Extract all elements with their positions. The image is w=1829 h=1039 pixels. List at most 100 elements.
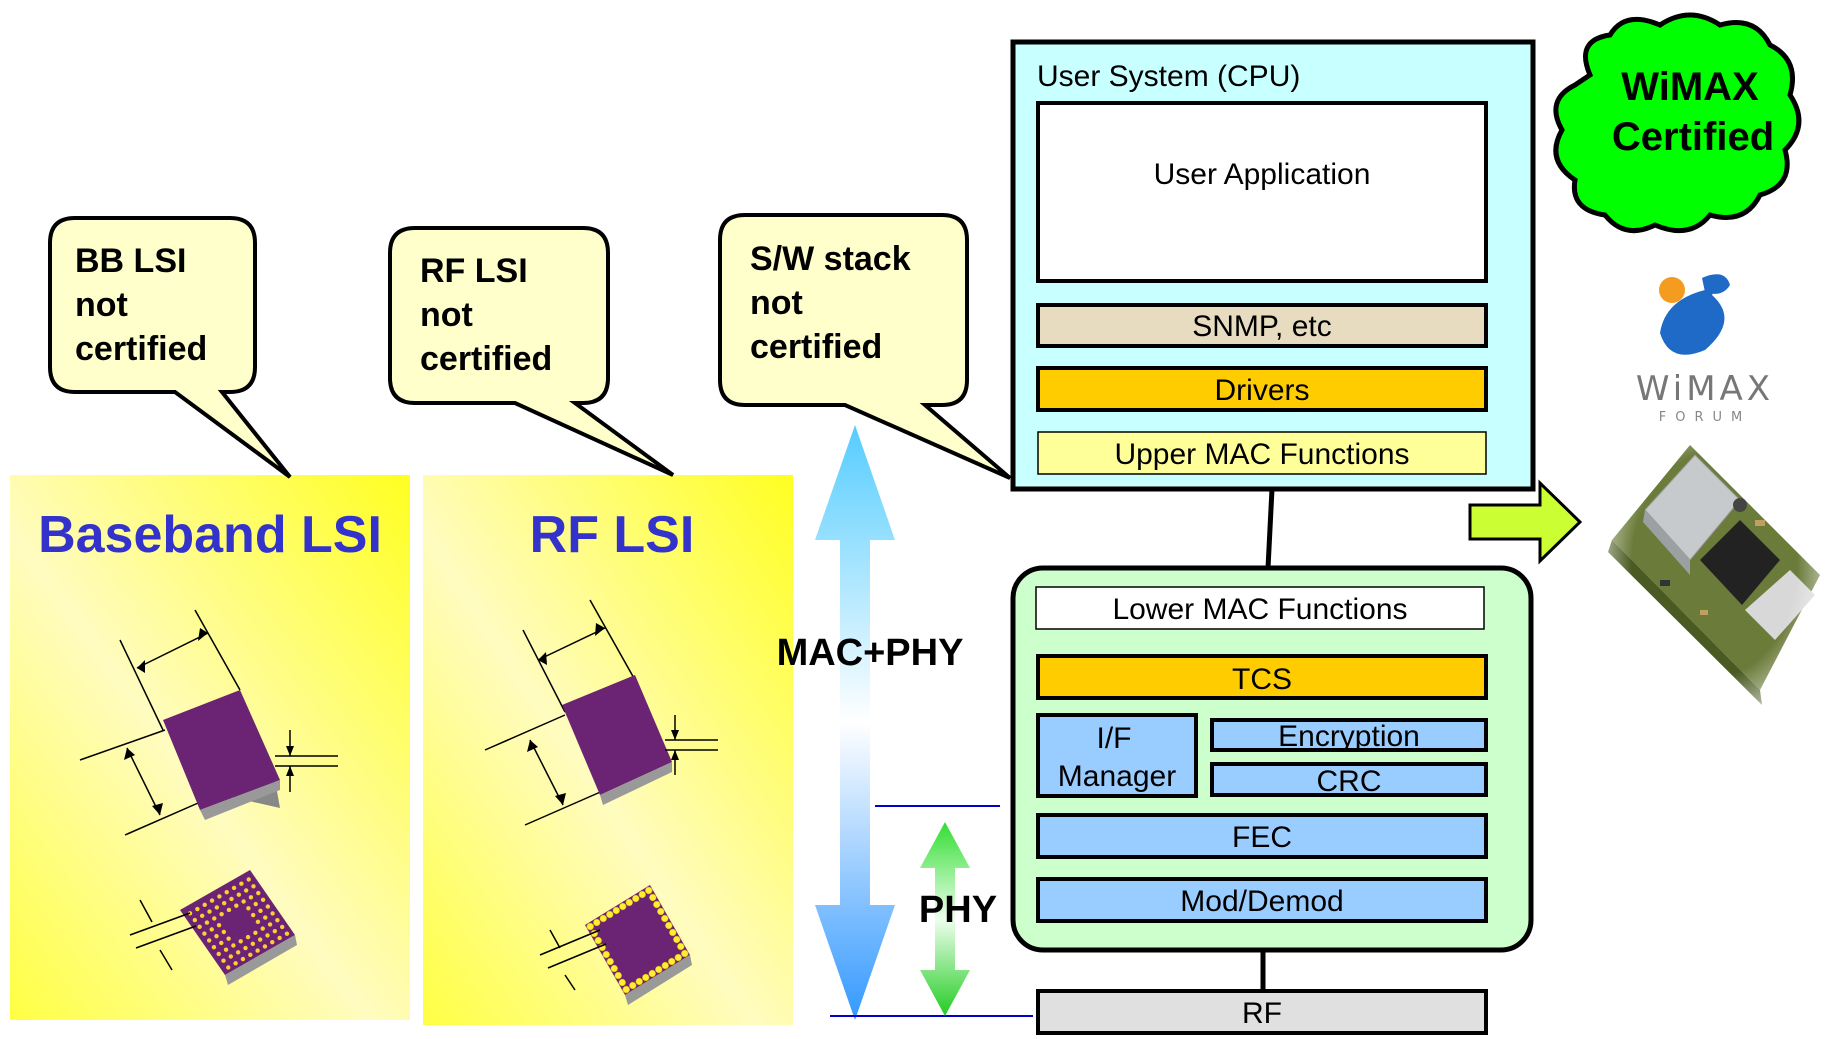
solder-ball [258,908,263,914]
logo-blue-swoosh [1660,282,1725,355]
if-manager-line-1: I/F [1097,722,1132,755]
solder-ball [238,939,243,944]
qfn-pad [606,957,614,966]
solder-ball [202,902,207,908]
solder-ball [248,895,254,900]
solder-ball [217,894,222,899]
solder-ball [243,945,248,951]
solder-ball [256,890,261,896]
rf-callout-line-2: not [420,296,473,334]
qfn-pad [661,914,669,923]
qfn-pad [593,918,601,927]
solder-ball [229,896,234,902]
solder-ball [234,903,239,908]
qfn-pad [629,981,637,990]
solder-ball [262,944,268,949]
crc-label: CRC [1317,765,1382,798]
solder-ball [226,965,231,970]
solder-ball [275,917,280,923]
solder-ball [231,885,237,891]
solder-ball [257,937,263,942]
solder-ball [224,889,229,895]
solder-ball [279,924,285,930]
qfn-pad [665,921,673,930]
user-system-title: User System (CPU) [1037,60,1300,93]
solder-ball [221,900,227,906]
solder-ball [255,919,261,925]
solder-ball [228,954,234,959]
badge-line-1: WiMAX [1621,65,1759,109]
qfn-pad [661,961,669,970]
phy-label: PHY [919,889,997,931]
qfn-pad [622,985,630,994]
qfn-pad [657,907,665,916]
user-application-box [1036,101,1488,283]
solder-ball [192,917,198,923]
solder-ball [214,933,219,939]
wimax-module-image [1600,425,1829,735]
solder-ball [207,909,212,914]
solder-ball [221,929,227,935]
rf-qfn-chip [539,885,692,1005]
qfn-pad [674,953,682,962]
solder-ball [272,928,278,934]
logo-wimax-text: WiMAX [1636,369,1774,409]
qfn-pad [632,894,640,903]
if-manager-box [1036,713,1198,798]
if-manager-line-2: Manager [1058,760,1176,793]
solder-ball [253,930,258,936]
solder-ball [263,915,268,920]
user-application-label: User Application [1154,158,1371,191]
qfn-pad [673,935,681,944]
solder-ball [270,939,275,945]
solder-ball [209,898,215,903]
fec-box [1036,813,1488,859]
qfn-pad [612,906,620,915]
wimax-certified-badge: WiMAX Certified [1553,12,1802,234]
solder-ball [199,913,205,919]
solder-ball [270,911,275,916]
qfn-pad [653,900,661,909]
solder-ball [202,931,207,936]
qfn-pad [642,973,650,982]
logo-orange-dot [1659,277,1685,303]
solder-ball [221,958,226,963]
rf-box [1036,989,1488,1035]
encryption-box [1210,718,1488,752]
solder-ball [250,941,256,947]
qfn-pad [635,977,643,986]
solder-ball [253,901,258,907]
qfn-pad [677,942,685,951]
badge-line-2: Certified [1612,115,1774,159]
solder-ball [214,905,220,910]
qfn-pad [638,890,646,899]
sw-stack-callout: S/W stack not certified [718,213,1012,480]
solder-ball [260,926,265,931]
solder-ball [211,944,217,950]
solder-ball [250,912,256,918]
solder-ball [255,948,260,953]
mac-phy-double-arrow [815,425,895,1020]
snmp-box [1036,303,1488,348]
solder-ball [226,936,231,941]
right-arrow [1468,479,1583,565]
baseband-chip-package [79,609,338,836]
solder-ball [260,897,266,903]
qfn-pad [610,964,618,973]
solder-ball [248,952,253,958]
qfn-pad [648,969,656,978]
qfn-pad [625,898,633,907]
snmp-label: SNMP, etc [1192,310,1332,343]
qfn-pad [681,949,689,958]
drivers-box [1036,366,1488,412]
qfn-pad [602,950,610,959]
qfn-pad [594,936,602,945]
solder-ball [216,922,222,928]
solder-ball [284,931,290,936]
solder-ball [231,943,236,948]
solder-ball [246,906,251,911]
solder-ball [236,892,242,897]
rf-box-label: RF [1242,997,1282,1030]
drivers-label: Drivers [1215,374,1310,407]
